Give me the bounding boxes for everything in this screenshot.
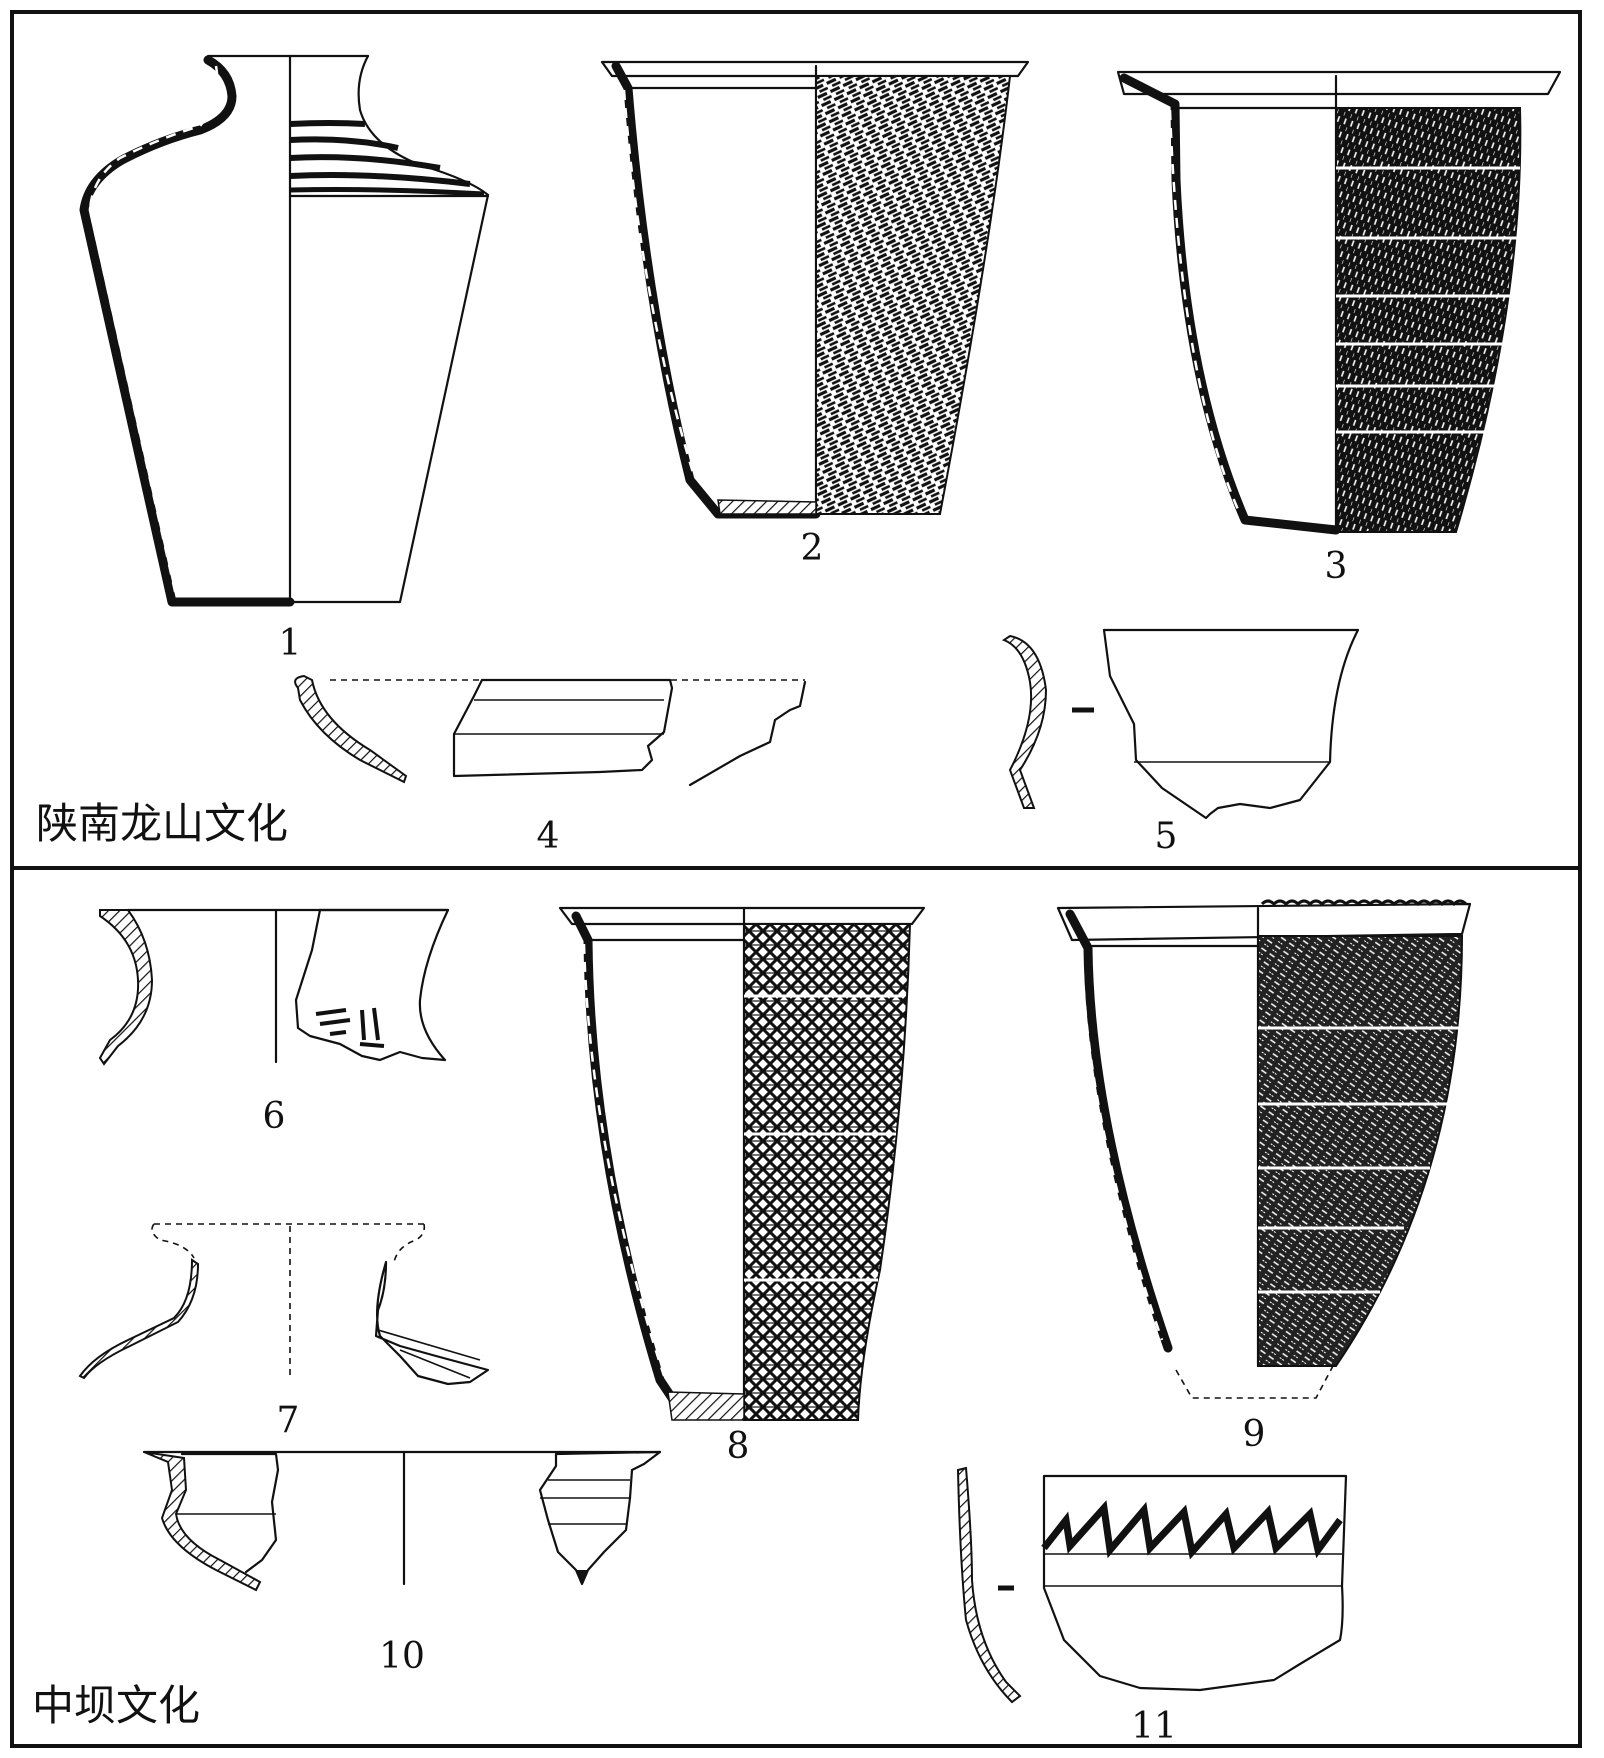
- culture-label-zhongba: 中坝文化: [32, 1681, 200, 1730]
- vessel-number-7: 7: [277, 1400, 300, 1441]
- vessel-10: [142, 1450, 662, 1592]
- vessel-7: [78, 1223, 490, 1386]
- vessel-3: [1116, 70, 1562, 535]
- vessel-4: [294, 674, 807, 787]
- vessel-9: [1056, 899, 1472, 1399]
- vessel-number-10: 10: [379, 1636, 425, 1677]
- vessel-number-3: 3: [1325, 546, 1348, 587]
- vessel-5: [1001, 628, 1360, 820]
- vessel-8: [558, 906, 926, 1422]
- vessel-2: [600, 60, 1030, 519]
- vessel-6: [98, 908, 450, 1066]
- vessel-number-1: 1: [279, 623, 302, 664]
- band-dividers: [744, 994, 904, 1282]
- vessel-number-8: 8: [727, 1426, 750, 1467]
- vessel-11: [956, 1466, 1348, 1704]
- vessel-number-2: 2: [801, 528, 824, 569]
- vessel-number-4: 4: [537, 816, 560, 857]
- vessel-number-9: 9: [1243, 1414, 1266, 1455]
- vessel-1: [79, 54, 490, 607]
- culture-label-shaannan: 陕南龙山文化: [36, 799, 288, 848]
- neck-band-lines: [289, 120, 485, 197]
- vessel-number-5: 5: [1155, 816, 1178, 857]
- vessel-number-6: 6: [263, 1096, 286, 1137]
- incised-marks: [315, 1007, 385, 1048]
- band-dividers: [1336, 166, 1520, 434]
- band-dividers: [1258, 1026, 1460, 1294]
- frame-bottom: [10, 866, 1582, 1748]
- vessel-number-11: 11: [1131, 1706, 1177, 1747]
